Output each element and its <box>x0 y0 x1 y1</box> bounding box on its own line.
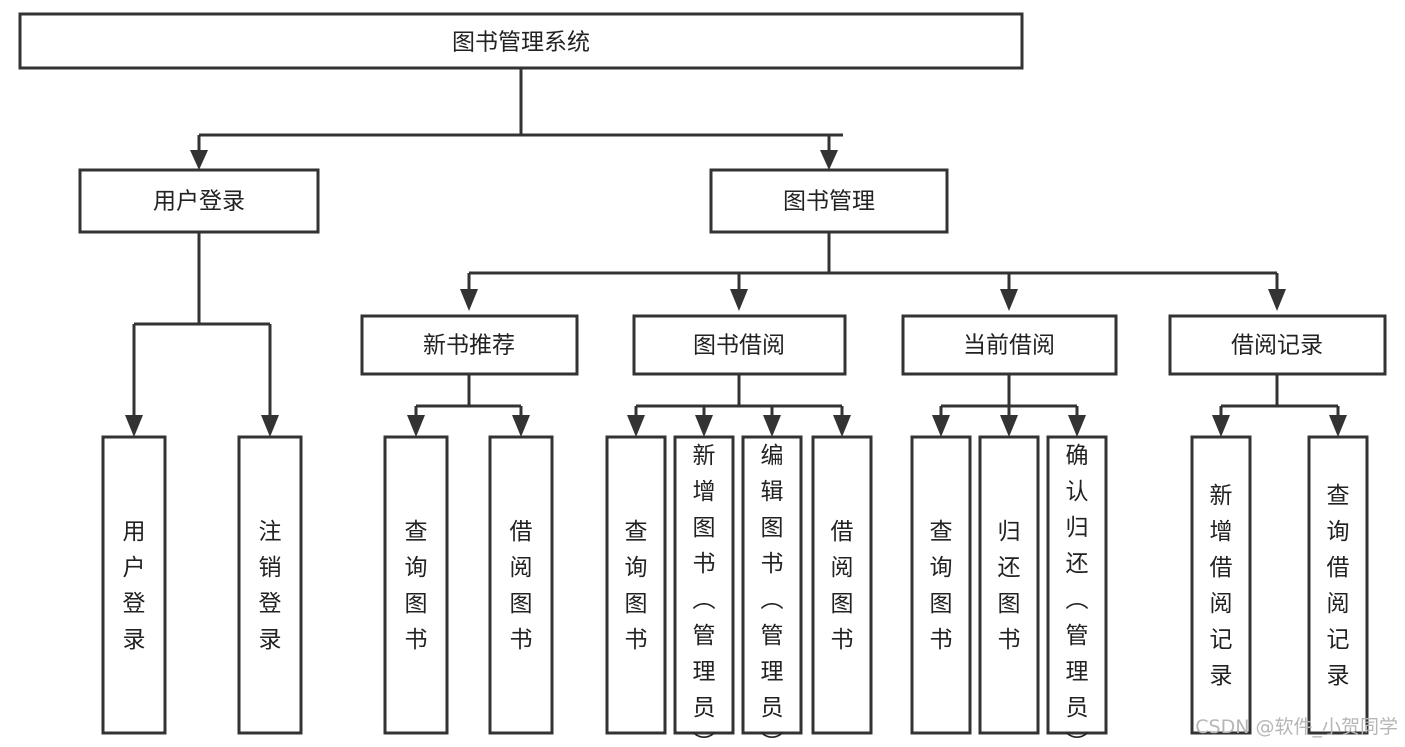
arrow-head-book-borrow <box>730 289 748 311</box>
node-borrow-record-box[interactable] <box>1168 314 1387 376</box>
node-user-login[interactable]: 用户登录 <box>78 168 320 234</box>
node-current-borrow-label: 当前借阅 <box>963 333 1055 359</box>
leaf-node-confirm-return[interactable]: 确认归还︵管理员︶ <box>1046 435 1108 747</box>
connector-layer <box>125 68 1347 437</box>
node-user-login-label: 用户登录 <box>153 189 245 215</box>
leaf-node-return-book[interactable]: 归还图书 <box>978 435 1040 735</box>
arrow-head-leaf-query-book-3 <box>932 415 950 437</box>
arrow-head-leaf-return-book <box>1000 415 1018 437</box>
leaf-node-borrow-book[interactable]: 借阅图书 <box>811 435 873 735</box>
watermark-text: CSDN @软件_小贺同学 <box>1195 716 1398 738</box>
node-current-borrow-box[interactable] <box>901 314 1118 376</box>
leaf-node-edit-book-box[interactable] <box>741 435 803 735</box>
leaf-node-borrow-book-recommend-label: 借阅图书 <box>510 519 533 653</box>
arrow-head-leaf-query-book-1 <box>407 415 425 437</box>
leaf-node-add-book-box[interactable] <box>673 435 735 735</box>
leaf-node-query-book-borrow-label: 查询图书 <box>625 519 648 653</box>
node-book-manage[interactable]: 图书管理 <box>709 168 949 234</box>
arrow-head-leaf-edit-book <box>763 415 781 437</box>
leaf-node-logout-box[interactable] <box>237 435 303 735</box>
arrow-head-leaf-query-record <box>1329 415 1347 437</box>
leaf-node-confirm-return-box[interactable] <box>1046 435 1108 735</box>
leaf-node-query-book-recommend-label: 查询图书 <box>405 519 428 653</box>
node-root-system[interactable]: 图书管理系统 <box>18 12 1024 70</box>
node-book-manage-box[interactable] <box>709 168 949 234</box>
node-new-book-recommend-label: 新书推荐 <box>423 333 515 359</box>
node-book-borrow[interactable]: 图书借阅 <box>632 314 847 376</box>
leaf-node-edit-book[interactable]: 编辑图书︵管理员︶ <box>741 435 803 747</box>
arrow-head-current-borrow <box>1000 289 1018 311</box>
leaf-node-logout[interactable]: 注销登录 <box>237 435 303 735</box>
leaf-node-user-login-label: 用户登录 <box>123 519 146 653</box>
leaf-node-borrow-book-recommend[interactable]: 借阅图书 <box>488 435 554 735</box>
arrow-head-leaf-logout <box>261 415 279 437</box>
node-book-borrow-box[interactable] <box>632 314 847 376</box>
leaf-node-query-borrow-record-label: 查询借阅记录 <box>1327 483 1350 689</box>
leaf-node-user-login-box[interactable] <box>101 435 167 735</box>
arrow-head-leaf-user-login <box>125 415 143 437</box>
node-borrow-record-label: 借阅记录 <box>1231 333 1323 359</box>
arrow-head-leaf-add-record <box>1212 415 1230 437</box>
leaf-node-query-book-borrow-box[interactable] <box>605 435 667 735</box>
leaf-node-query-book-current-label: 查询图书 <box>930 519 953 653</box>
leaf-node-borrow-book-label: 借阅图书 <box>831 519 854 653</box>
leaf-node-add-book[interactable]: 新增图书︵管理员︶ <box>673 435 735 747</box>
leaf-node-add-book-label: 新增图书︵管理员︶ <box>693 443 716 747</box>
leaf-node-query-book-current[interactable]: 查询图书 <box>910 435 972 735</box>
leaf-node-add-borrow-record-box[interactable] <box>1190 435 1252 735</box>
arrow-head-leaf-add-book <box>695 415 713 437</box>
leaf-node-query-borrow-record[interactable]: 查询借阅记录 <box>1307 435 1369 735</box>
leaf-node-add-borrow-record[interactable]: 新增借阅记录 <box>1190 435 1252 735</box>
node-book-borrow-label: 图书借阅 <box>693 333 785 359</box>
leaf-node-borrow-book-recommend-box[interactable] <box>488 435 554 735</box>
node-current-borrow[interactable]: 当前借阅 <box>901 314 1118 376</box>
leaf-node-add-borrow-record-label: 新增借阅记录 <box>1210 483 1233 689</box>
node-root-label: 图书管理系统 <box>452 30 590 56</box>
arrow-head-leaf-borrow-book-2 <box>833 415 851 437</box>
arrow-head-leaf-query-book-2 <box>627 415 645 437</box>
node-new-book-recommend[interactable]: 新书推荐 <box>360 314 579 376</box>
leaf-node-query-book-recommend[interactable]: 查询图书 <box>383 435 449 735</box>
node-user-login-box[interactable] <box>78 168 320 234</box>
leaf-node-edit-book-label: 编辑图书︵管理员︶ <box>761 443 784 747</box>
leaf-node-return-book-label: 归还图书 <box>998 519 1021 653</box>
arrow-head-leaf-confirm-return <box>1068 415 1086 437</box>
leaf-node-query-book-recommend-box[interactable] <box>383 435 449 735</box>
leaf-node-query-borrow-record-box[interactable] <box>1307 435 1369 735</box>
leaf-node-return-book-box[interactable] <box>978 435 1040 735</box>
leaf-node-query-book-current-box[interactable] <box>910 435 972 735</box>
arrow-head-user-login <box>190 150 208 170</box>
node-root-box[interactable] <box>18 12 1024 70</box>
leaf-node-logout-label: 注销登录 <box>259 519 282 653</box>
node-borrow-record[interactable]: 借阅记录 <box>1168 314 1387 376</box>
arrow-head-borrow-record <box>1268 289 1286 311</box>
arrow-head-book-manage <box>820 150 838 170</box>
arrow-head-leaf-borrow-book-1 <box>512 415 530 437</box>
arrow-head-new-book-recommend <box>460 289 478 311</box>
leaf-node-user-login[interactable]: 用户登录 <box>101 435 167 735</box>
leaf-node-confirm-return-label: 确认归还︵管理员︶ <box>1066 443 1089 747</box>
node-new-book-recommend-box[interactable] <box>360 314 579 376</box>
leaf-node-borrow-book-box[interactable] <box>811 435 873 735</box>
leaf-node-query-book-borrow[interactable]: 查询图书 <box>605 435 667 735</box>
node-book-manage-label: 图书管理 <box>783 189 875 215</box>
